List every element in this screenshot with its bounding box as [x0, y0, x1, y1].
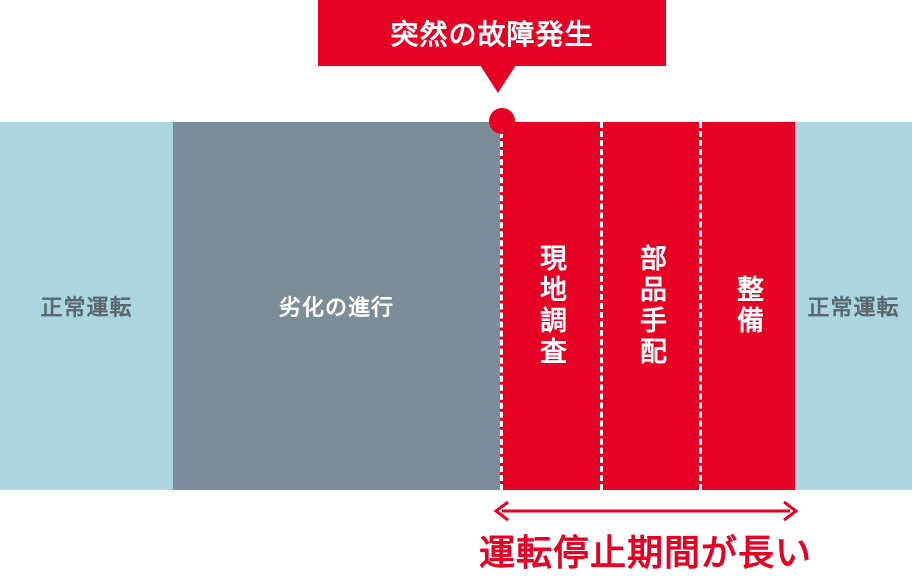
parts-arrangement-label: 部品手配	[635, 244, 666, 368]
phase-divider-2	[699, 122, 702, 490]
failure-callout: 突然の故障発生	[318, 0, 666, 66]
maintenance-label: 整備	[732, 275, 763, 337]
downtime-duration-text: 運転停止期間が長い	[478, 533, 812, 574]
timeline-parts-arrangement: 部品手配	[601, 122, 700, 490]
downtime-double-arrow	[493, 500, 799, 522]
failure-callout-label: 突然の故障発生	[390, 18, 594, 51]
site-survey-label: 現地調査	[535, 244, 566, 368]
phase-divider-1	[600, 122, 603, 490]
degradation-label: 劣化の進行	[278, 296, 394, 321]
normal-operation-after-label: 正常運転	[807, 296, 900, 321]
timeline-normal-operation-after: 正常運転	[795, 122, 912, 490]
timeline-site-survey: 現地調査	[500, 122, 601, 490]
downtime-duration-label: 運転停止期間が長い	[448, 528, 843, 574]
normal-operation-before-label: 正常運転	[40, 296, 133, 321]
callout-pointer	[480, 65, 516, 93]
timeline-degradation: 劣化の進行	[173, 122, 500, 490]
timeline-normal-operation-before: 正常運転	[0, 122, 173, 490]
timeline-maintenance: 整備	[700, 122, 795, 490]
failure-event-marker	[489, 108, 515, 134]
failure-point-divider	[500, 132, 503, 490]
